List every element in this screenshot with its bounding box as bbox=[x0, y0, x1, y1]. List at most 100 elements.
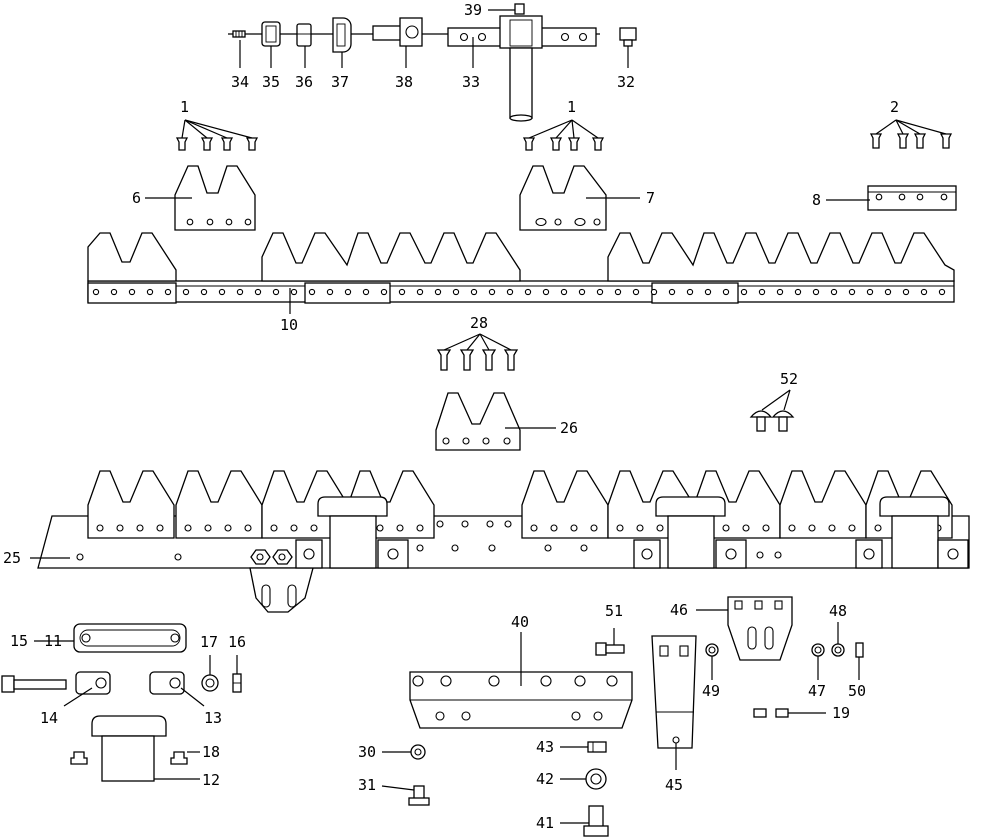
knife-section-7 bbox=[519, 165, 607, 231]
knife-section-6 bbox=[174, 165, 256, 231]
callout-49: 49 bbox=[702, 682, 720, 700]
callout-2: 2 bbox=[890, 98, 899, 116]
bar-hole bbox=[461, 520, 469, 528]
rivet-set-left bbox=[175, 119, 259, 151]
pin-50 bbox=[855, 642, 864, 658]
callout-25: 25 bbox=[3, 549, 21, 567]
knife-head-assembly bbox=[228, 3, 637, 122]
callout-47: 47 bbox=[808, 682, 826, 700]
rivet-hole bbox=[92, 288, 100, 296]
hex-nuts bbox=[250, 549, 293, 565]
plate-hole bbox=[440, 675, 452, 687]
rivet-hole bbox=[380, 288, 388, 296]
bar-hole bbox=[488, 544, 496, 552]
rivet-hole bbox=[550, 524, 558, 532]
rivet-hole bbox=[398, 288, 406, 296]
clamp-ring-part bbox=[332, 17, 352, 53]
callout-50: 50 bbox=[848, 682, 866, 700]
rivet-hole bbox=[742, 524, 750, 532]
callout-26: 26 bbox=[560, 419, 578, 437]
bar-hole bbox=[76, 553, 84, 561]
rivet-hole bbox=[218, 288, 226, 296]
callout-35: 35 bbox=[262, 73, 280, 91]
cutter-bar-assembly-25 bbox=[37, 470, 970, 613]
rivet-hole bbox=[902, 288, 910, 296]
callout-41: 41 bbox=[536, 814, 554, 832]
clip-hole bbox=[641, 548, 653, 560]
rivet-hole bbox=[578, 288, 586, 296]
clip-body bbox=[667, 515, 715, 569]
wear-plate-8 bbox=[867, 185, 957, 211]
bolt-41 bbox=[583, 805, 609, 837]
callout-38: 38 bbox=[395, 73, 413, 91]
rivet-hole bbox=[272, 288, 280, 296]
head-bolt-39 bbox=[514, 3, 525, 15]
rivet-hole bbox=[506, 288, 514, 296]
hold-down-clip bbox=[879, 496, 950, 517]
callout-39: 39 bbox=[464, 1, 482, 19]
rivet-hole bbox=[290, 524, 298, 532]
rivet-hole bbox=[884, 288, 892, 296]
rivet-hole bbox=[156, 524, 164, 532]
rivet-hole bbox=[116, 524, 124, 532]
rivet-hole bbox=[808, 524, 816, 532]
clip-body bbox=[891, 515, 939, 569]
bar-hole bbox=[416, 544, 424, 552]
plate-hole bbox=[488, 675, 500, 687]
callout-52: 52 bbox=[780, 370, 798, 388]
callout-17: 17 bbox=[200, 633, 218, 651]
clip-hole bbox=[863, 548, 875, 560]
callout-15: 15 bbox=[10, 632, 28, 650]
callout-36: 36 bbox=[295, 73, 313, 91]
knife-section-26 bbox=[435, 392, 521, 451]
rivet-set-middle bbox=[522, 119, 605, 151]
rivet-hole bbox=[416, 524, 424, 532]
rivet-hole bbox=[254, 288, 262, 296]
callout-28: 28 bbox=[470, 314, 488, 332]
clip-hole bbox=[387, 548, 399, 560]
callout-48: 48 bbox=[829, 602, 847, 620]
callout-16: 16 bbox=[228, 633, 246, 651]
guide-plate-40 bbox=[409, 671, 633, 729]
rivet-hole bbox=[128, 288, 136, 296]
rivet-hole bbox=[722, 288, 730, 296]
rivet-hole bbox=[776, 288, 784, 296]
callout-12: 12 bbox=[202, 771, 220, 789]
sleeve-43 bbox=[587, 741, 607, 753]
callout-32: 32 bbox=[617, 73, 635, 91]
rivet-hole bbox=[614, 288, 622, 296]
bar-hole bbox=[174, 553, 182, 561]
rivet-hole bbox=[938, 288, 946, 296]
rivet-hole bbox=[830, 288, 838, 296]
plate-hole bbox=[574, 675, 586, 687]
rivet-hole bbox=[668, 288, 676, 296]
bearing-housing-part bbox=[261, 21, 281, 47]
knife-back-bar-10 bbox=[87, 232, 955, 304]
rivet-hole bbox=[542, 288, 550, 296]
callout-13: 13 bbox=[204, 709, 222, 727]
hold-down-clip bbox=[317, 496, 388, 517]
callout-1-middle: 1 bbox=[567, 98, 576, 116]
rivet-hole bbox=[184, 524, 192, 532]
rivet-hole bbox=[524, 288, 532, 296]
rivet-hole bbox=[164, 288, 172, 296]
pin-16 bbox=[232, 673, 242, 693]
rivet-hole bbox=[722, 524, 730, 532]
bar-hole bbox=[436, 520, 444, 528]
plate-hole bbox=[606, 675, 618, 687]
clip-hole bbox=[725, 548, 737, 560]
bar-hole bbox=[756, 551, 764, 559]
rivet-hole bbox=[136, 524, 144, 532]
nut-49 bbox=[705, 643, 719, 657]
callout-19: 19 bbox=[832, 704, 850, 722]
rivet-hole bbox=[740, 288, 748, 296]
plate-hole bbox=[540, 675, 552, 687]
grease-nipple-part bbox=[232, 30, 246, 38]
bolt-32 bbox=[619, 27, 637, 47]
bushing-part bbox=[296, 23, 312, 47]
rivet-hole bbox=[290, 288, 298, 296]
rivet-hole bbox=[788, 524, 796, 532]
strap-45 bbox=[651, 635, 697, 749]
bolt-pair-52 bbox=[749, 389, 795, 432]
